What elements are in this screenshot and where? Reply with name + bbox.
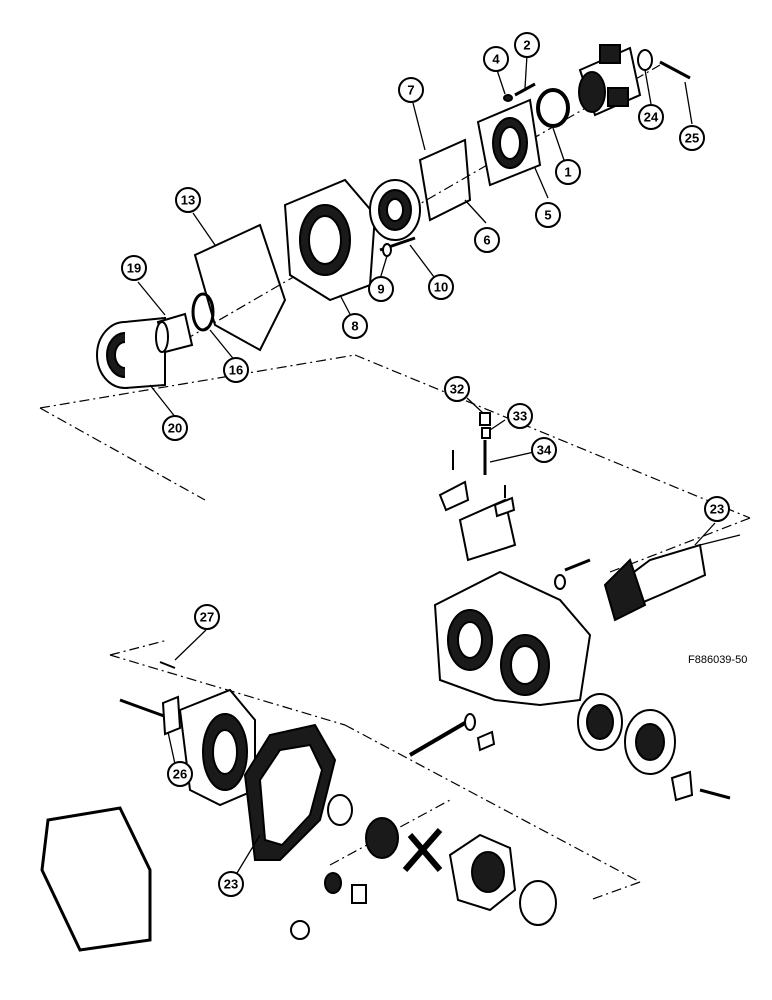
callout-19: 19 xyxy=(121,255,147,281)
seal-1 xyxy=(536,88,570,128)
svg-text:32: 32 xyxy=(450,382,464,397)
callout-34: 34 xyxy=(531,437,557,463)
callout-23-pinion: 23 xyxy=(704,496,730,522)
svg-text:10: 10 xyxy=(434,280,448,295)
housing-8 xyxy=(283,178,377,302)
svg-text:1: 1 xyxy=(564,165,571,180)
svg-text:16: 16 xyxy=(229,363,243,378)
callout-5: 5 xyxy=(535,202,561,228)
svg-text:2: 2 xyxy=(523,38,530,53)
callout-24: 24 xyxy=(638,104,664,130)
callout-8: 8 xyxy=(342,313,368,339)
callout-33: 33 xyxy=(507,403,533,429)
svg-text:13: 13 xyxy=(181,193,195,208)
svg-text:19: 19 xyxy=(127,261,141,276)
spider-cross xyxy=(402,828,443,872)
callout-7: 7 xyxy=(398,77,424,103)
lower-assembly xyxy=(40,639,641,952)
plate-5 xyxy=(476,98,542,187)
svg-text:9: 9 xyxy=(377,282,384,297)
bearing-adjuster xyxy=(624,709,676,775)
callout-23-ring: 23 xyxy=(218,871,244,897)
callout-6: 6 xyxy=(474,227,500,253)
svg-text:4: 4 xyxy=(492,52,500,67)
side-bearing xyxy=(577,693,623,751)
bearing-20 xyxy=(96,316,166,389)
svg-text:7: 7 xyxy=(407,83,414,98)
callout-16: 16 xyxy=(223,357,249,383)
yoke xyxy=(578,44,642,117)
svg-text:25: 25 xyxy=(685,131,699,146)
svg-text:8: 8 xyxy=(351,319,358,334)
svg-text:27: 27 xyxy=(200,610,214,625)
middle-assembly xyxy=(39,354,751,802)
callout-26: 26 xyxy=(167,761,193,787)
o-ring-16 xyxy=(191,292,215,332)
gasket-13 xyxy=(193,223,287,352)
callout-9: 9 xyxy=(368,276,394,302)
svg-text:24: 24 xyxy=(644,110,659,125)
ring-gear-23 xyxy=(243,723,337,861)
svg-text:20: 20 xyxy=(168,421,182,436)
callout-1: 1 xyxy=(555,159,581,185)
callout-13: 13 xyxy=(175,187,201,213)
carrier-housing xyxy=(433,570,592,707)
svg-text:34: 34 xyxy=(537,443,552,458)
svg-text:33: 33 xyxy=(513,409,527,424)
callouts: 1 2 4 5 6 7 8 9 10 13 16 19 20 23 23 24 … xyxy=(121,32,730,897)
differential-case-half xyxy=(448,833,517,912)
callout-10: 10 xyxy=(428,274,454,300)
cover-gasket xyxy=(40,806,152,952)
svg-text:6: 6 xyxy=(483,233,490,248)
shim-6 xyxy=(418,138,472,222)
svg-text:26: 26 xyxy=(173,767,187,782)
svg-text:23: 23 xyxy=(710,502,724,517)
svg-text:23: 23 xyxy=(224,877,238,892)
callout-2: 2 xyxy=(514,32,540,58)
callout-20: 20 xyxy=(162,415,188,441)
sleeve-19 xyxy=(155,312,194,354)
bearing-upper xyxy=(369,179,421,241)
figure-id: F886039-50 xyxy=(688,654,747,666)
callout-32: 32 xyxy=(444,376,470,402)
svg-text:5: 5 xyxy=(544,208,551,223)
callout-4: 4 xyxy=(483,46,509,72)
upper-assembly xyxy=(96,44,691,389)
pinion-gear-23 xyxy=(603,534,741,622)
callout-25: 25 xyxy=(679,125,705,151)
callout-27: 27 xyxy=(194,604,220,630)
differential-case xyxy=(178,688,256,807)
